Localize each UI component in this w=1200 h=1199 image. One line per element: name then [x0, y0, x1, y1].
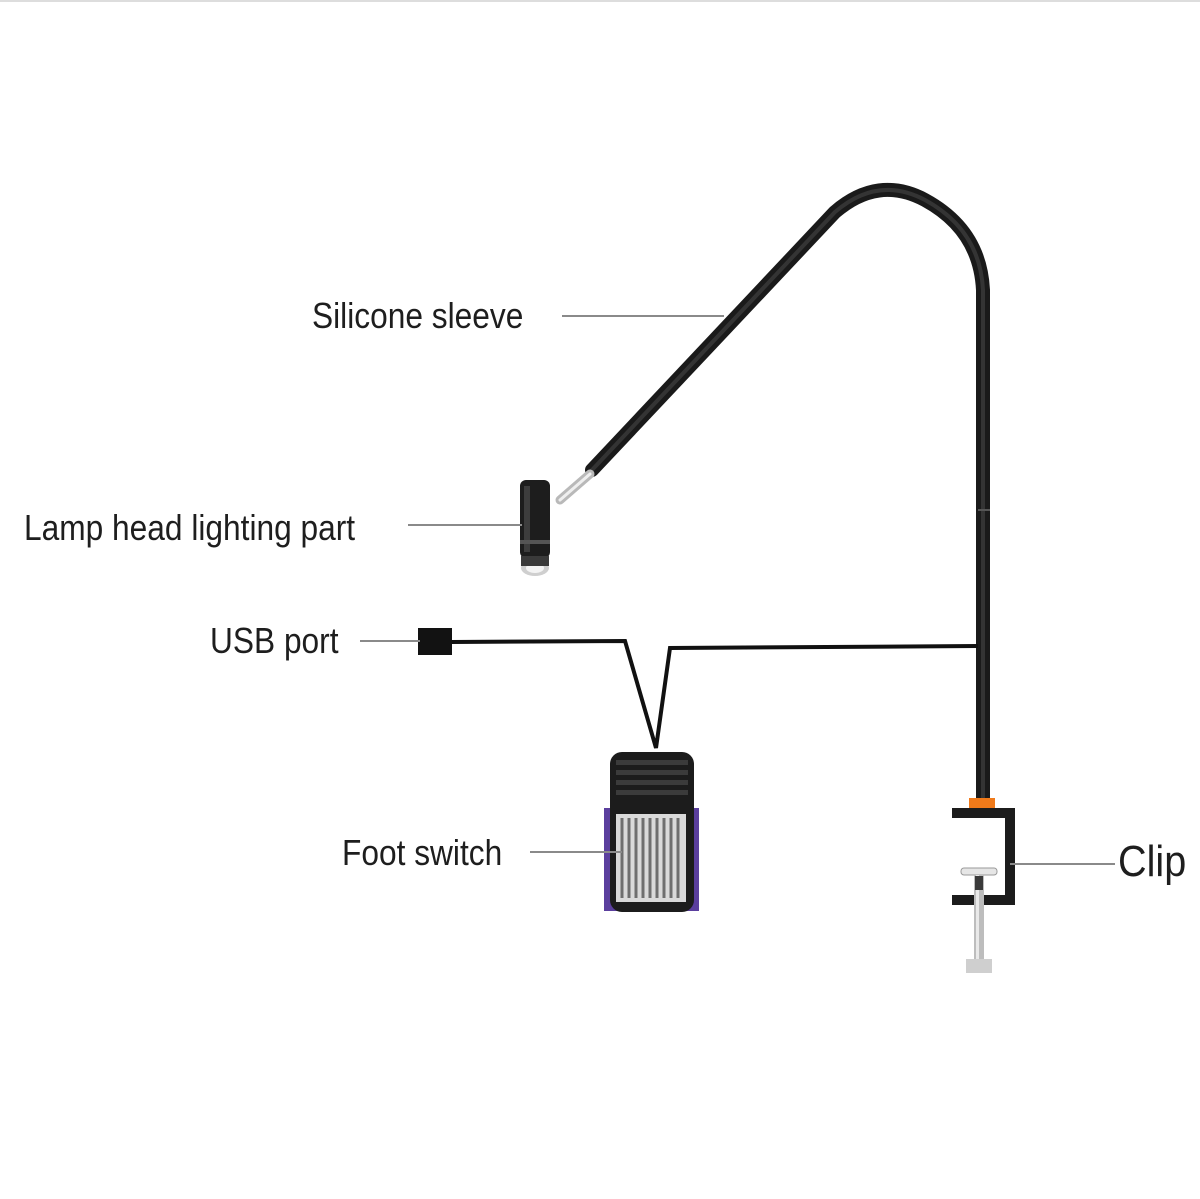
label-foot-switch: Foot switch: [342, 832, 503, 873]
label-lamp-head-lighting-part: Lamp head lighting part: [24, 507, 356, 548]
label-usb-port: USB port: [210, 620, 339, 661]
usb-plug: [418, 628, 452, 655]
leader-lines: [360, 315, 1115, 865]
foot-switch-pedal: [604, 752, 699, 912]
lamp-head: [520, 480, 550, 576]
power-cable: [451, 638, 979, 749]
c-clamp: [952, 808, 1015, 973]
clip-collar: [969, 798, 995, 808]
label-clip: Clip: [1118, 837, 1187, 886]
lamp-joint: [555, 469, 595, 505]
gooseneck-arm: [585, 183, 990, 807]
label-silicone-sleeve: Silicone sleeve: [312, 295, 524, 336]
